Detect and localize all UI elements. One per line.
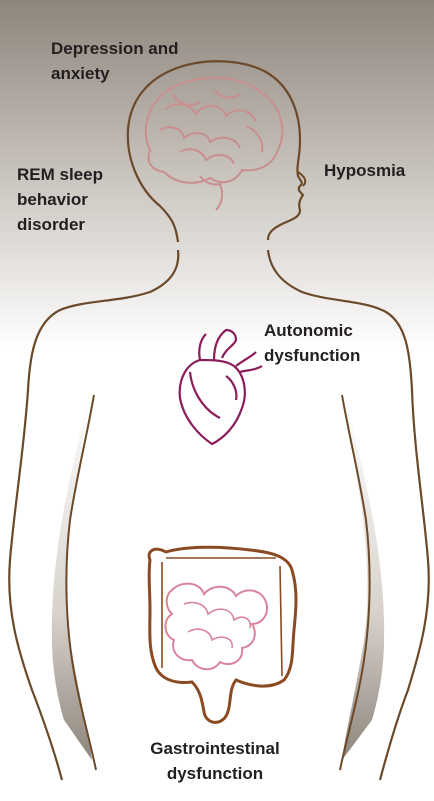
hyposmia-label: Hyposmia [324, 158, 405, 183]
depression-anxiety-label: Depression and anxiety [51, 36, 179, 86]
left-arm-gap-shadow [52, 395, 92, 760]
gastrointestinal-dysfunction-label: Gastrointestinal dysfunction [129, 736, 301, 786]
intestine-icon [149, 547, 296, 722]
right-arm-gap-shadow [342, 395, 384, 760]
autonomic-dysfunction-label: Autonomic dysfunction [264, 318, 360, 368]
rem-sleep-label: REM sleep behavior disorder [17, 162, 103, 237]
